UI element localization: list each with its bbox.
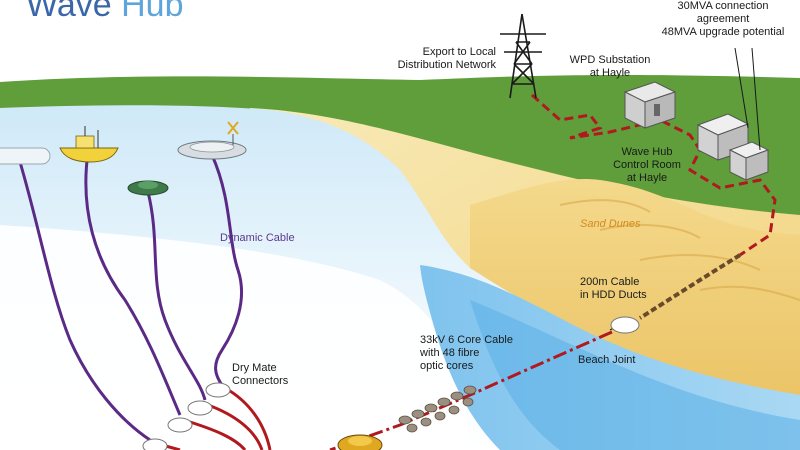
platform-device-icon (177, 121, 247, 160)
boat-device-icon (59, 126, 119, 163)
control-room-label: Wave Hub Control Room at Hayle (613, 146, 681, 184)
pipe-device-icon (0, 147, 51, 165)
buoy-device-icon (127, 180, 169, 196)
wave-hub-logo: Wave Hub (26, 0, 183, 23)
logo-word-hub: Hub (121, 0, 184, 24)
connection-agreement-label: 30MVA connection agreement 48MVA upgrade… (661, 0, 785, 38)
rock-armour (398, 385, 477, 433)
export-network-label: Export to Local Distribution Network (397, 46, 496, 71)
control-room-building-icon (696, 113, 770, 181)
sky (0, 0, 800, 80)
dry-mate-connectors (142, 382, 231, 450)
subsea-cable (329, 330, 613, 450)
wave-hub-unit-icon (337, 434, 383, 450)
pylon-icon (500, 13, 546, 99)
hdd-duct (638, 253, 742, 320)
dry-mate-label: Dry Mate Connectors (232, 362, 289, 387)
beach-joint-label: Beach Joint (578, 354, 636, 366)
device-red-cables (161, 386, 272, 450)
deep-water (470, 300, 800, 450)
sand-dunes-label: Sand Dunes (580, 218, 641, 230)
logo-word-wave: Wave (26, 0, 112, 24)
dynamic-cable-label: Dynamic Cable (220, 232, 295, 244)
substation-label: WPD Substation at Hayle (569, 54, 651, 79)
seabed (0, 225, 470, 450)
beach-joint-icon (610, 316, 640, 334)
dune-ridges (559, 199, 800, 301)
land-cable (531, 93, 777, 257)
hdd-cable-label: 200m Cable in HDD Ducts (580, 276, 647, 301)
substation-building-icon (623, 81, 677, 129)
dynamic-cables (18, 151, 243, 442)
core-cable-label: 33kV 6 Core Cable with 48 fibre optic co… (420, 334, 513, 372)
